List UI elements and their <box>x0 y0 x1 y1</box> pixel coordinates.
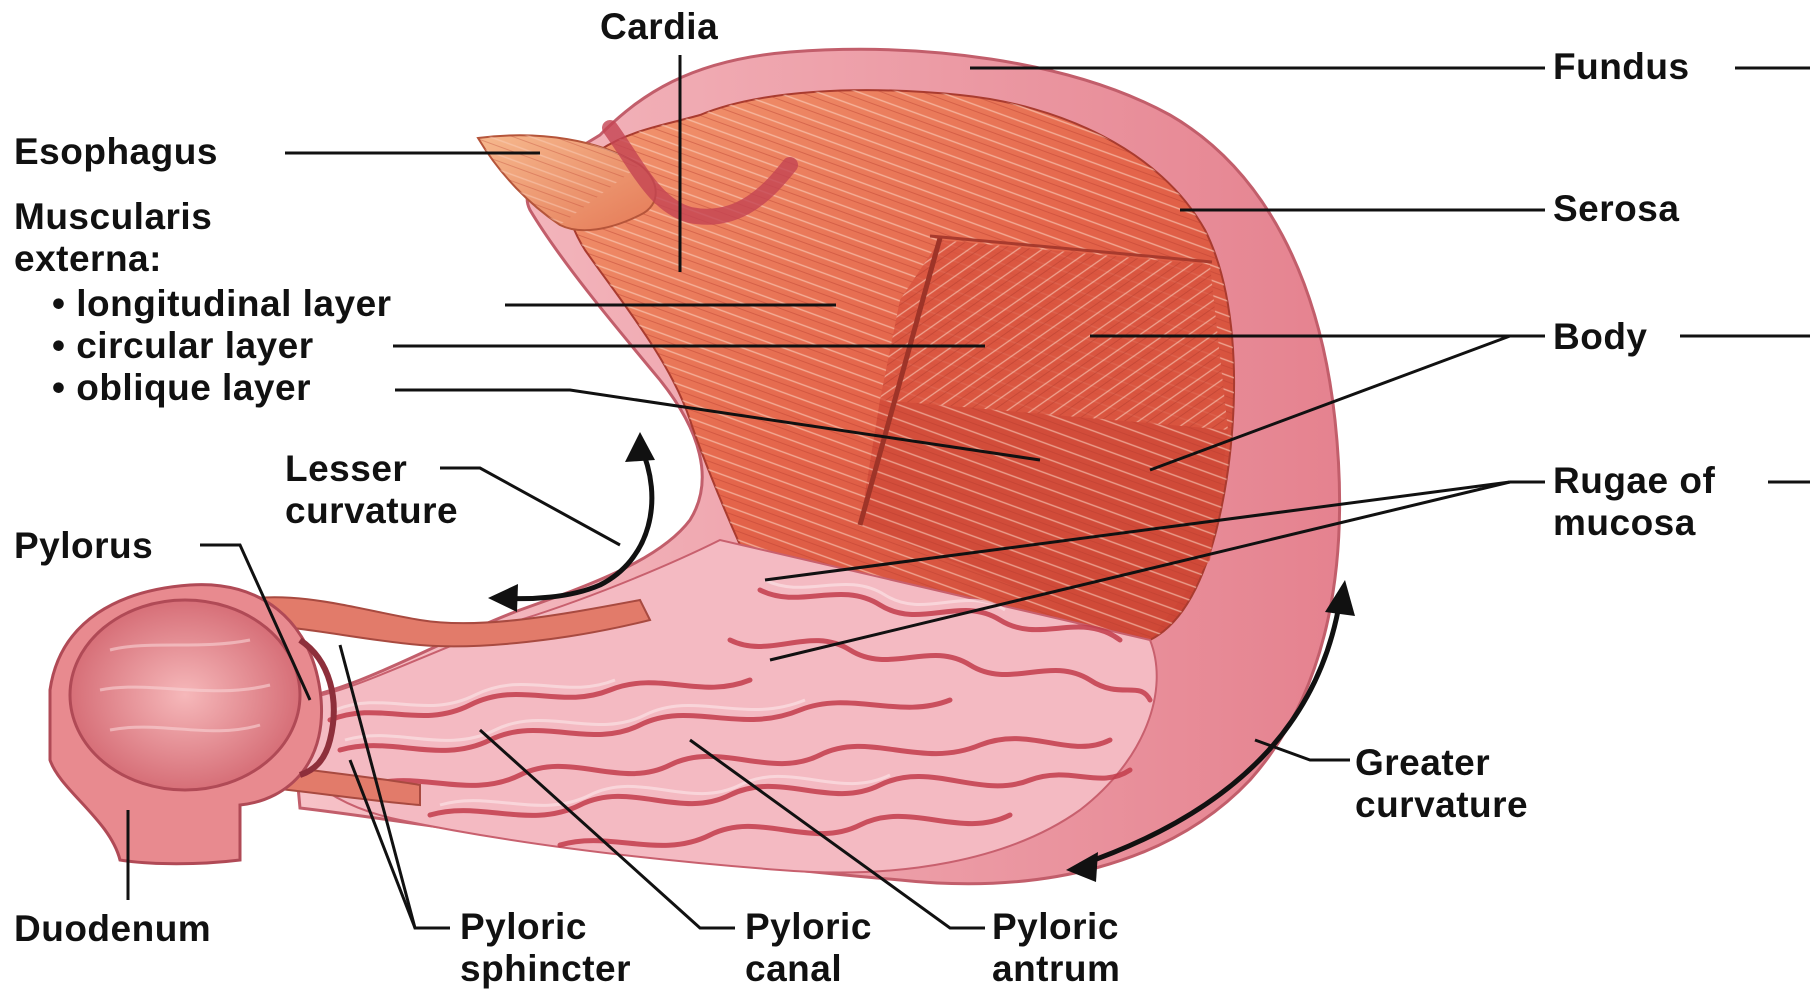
lesser-arrowhead-left <box>488 584 518 612</box>
muscularis-line-2: externa: <box>14 238 212 280</box>
rugae-line-1: Rugae of <box>1553 460 1715 502</box>
lesser-line-1: Lesser <box>285 448 458 490</box>
label-esophagus: Esophagus <box>14 131 218 173</box>
label-duodenum: Duodenum <box>14 908 211 950</box>
label-circular-layer: • circular layer <box>52 325 314 367</box>
pyloric-antrum-line-1: Pyloric <box>992 906 1120 948</box>
label-fundus: Fundus <box>1553 46 1690 88</box>
label-pyloric-canal: Pyloric canal <box>745 906 872 990</box>
leader-lesser <box>440 468 620 545</box>
label-rugae-of-mucosa: Rugae of mucosa <box>1553 460 1715 544</box>
label-serosa: Serosa <box>1553 188 1679 230</box>
greater-line-2: curvature <box>1355 784 1528 826</box>
pyloric-antrum-line-2: antrum <box>992 948 1120 990</box>
muscularis-line-1: Muscularis <box>14 196 212 238</box>
label-longitudinal-layer: • longitudinal layer <box>52 283 392 325</box>
pyloric-sphincter-line-1: Pyloric <box>460 906 631 948</box>
pyloric-canal-line-2: canal <box>745 948 872 990</box>
lesser-line-2: curvature <box>285 490 458 532</box>
label-lesser-curvature: Lesser curvature <box>285 448 458 532</box>
label-cardia: Cardia <box>600 6 718 48</box>
label-pylorus: Pylorus <box>14 525 153 567</box>
lesser-arrowhead-top <box>625 432 655 462</box>
pyloric-sphincter-line-2: sphincter <box>460 948 631 990</box>
rugae-line-2: mucosa <box>1553 502 1715 544</box>
label-oblique-layer: • oblique layer <box>52 367 311 409</box>
label-muscularis-externa: Muscularis externa: <box>14 196 212 280</box>
duodenum-lumen <box>70 600 300 790</box>
label-pyloric-sphincter: Pyloric sphincter <box>460 906 631 990</box>
greater-line-1: Greater <box>1355 742 1528 784</box>
label-pyloric-antrum: Pyloric antrum <box>992 906 1120 990</box>
label-greater-curvature: Greater curvature <box>1355 742 1528 826</box>
pyloric-canal-line-1: Pyloric <box>745 906 872 948</box>
label-body: Body <box>1553 316 1648 358</box>
